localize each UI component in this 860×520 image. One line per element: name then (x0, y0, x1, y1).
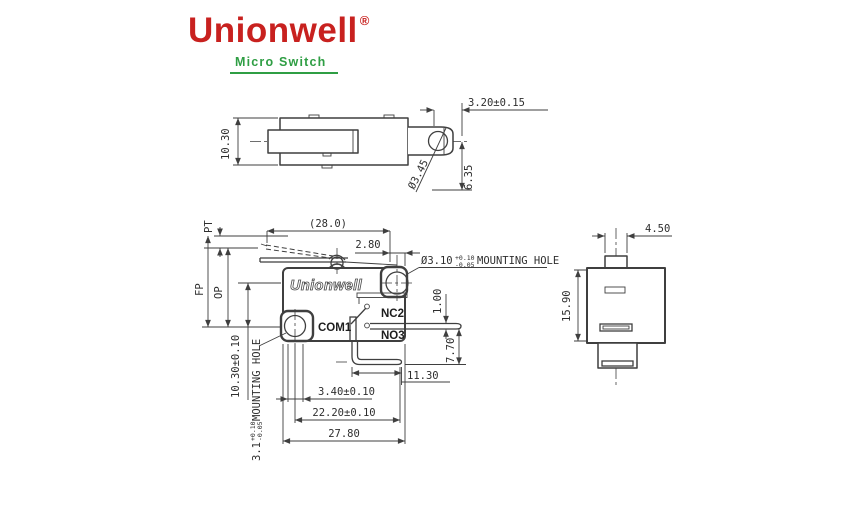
tagline-underline (230, 71, 338, 74)
dim-top-height: 10.30 (220, 117, 278, 166)
dim-op-text: OP (213, 286, 225, 299)
front-view: PT FP OP (28.0) 2.80 (194, 218, 559, 461)
brand-text: Unionwell (188, 11, 358, 50)
dim-side-plunger-width-text: 4.50 (645, 223, 670, 235)
dim-com-terminal-length-text: 11.30 (407, 370, 439, 382)
dim-plunger-width: 3.20±0.15 (420, 97, 548, 136)
dim-plunger-offset: 6.35 (432, 141, 475, 191)
dim-hole-to-edge: 2.80 (355, 239, 420, 266)
dim-terminal-height: 7.70 (405, 328, 466, 365)
bottom-hole-label-text: MOUNTING HOLE (251, 339, 263, 421)
mounting-hole-callout: Ø3.10 +0.10 -0.05 MOUNTING HOLE (401, 254, 559, 278)
dim-pt-text: PT (203, 220, 215, 233)
dim-fp: FP (194, 235, 211, 328)
mounting-hole-tol-plus: +0.10 (455, 254, 475, 262)
dim-body-width-text: 27.80 (328, 428, 360, 440)
bottom-hole-callout: 3.1 +0.10 -0.05 MOUNTING HOLE (249, 332, 287, 461)
com-terminal (351, 341, 397, 366)
terminal-no-label: NO3 (381, 330, 405, 342)
dim-hole-span-text: 22.20±0.10 (312, 407, 375, 419)
dim-hole-to-com-text: 3.40±0.10 (318, 386, 375, 398)
dim-hole-spacing: 10.30±0.10 (230, 282, 251, 400)
dim-plunger-diameter-text: Ø3.45 (406, 158, 431, 192)
dim-plunger-width-text: 3.20±0.15 (468, 97, 525, 109)
dim-fp-text: FP (194, 283, 206, 296)
mounting-hole-tol-minus: -0.05 (455, 261, 475, 269)
dim-body-width: 27.80 (282, 344, 406, 444)
dim-hole-to-edge-text: 2.80 (355, 239, 380, 251)
dim-hole-spacing-text: 10.30±0.10 (230, 335, 242, 398)
mounting-hole-dia-text: Ø3.10 (421, 255, 453, 267)
dim-com-terminal-length: 11.30 (351, 367, 450, 385)
dim-plunger-offset-text: 6.35 (463, 165, 475, 190)
body-brand-text: Unionwell (290, 278, 363, 294)
dim-lever-length: (28.0) (266, 218, 391, 262)
dim-top-height-text: 10.30 (220, 128, 232, 160)
dim-pt: PT (203, 220, 223, 257)
lever (259, 248, 398, 274)
contact-mechanism (336, 292, 462, 366)
dim-side-body-height: 15.90 (561, 269, 586, 342)
dim-terminal-height-text: 7.70 (445, 338, 457, 363)
terminal-com-label: COM1 (318, 322, 352, 334)
bottom-hole-tol-minus: -0.05 (256, 421, 264, 441)
terminal-nc-label: NC2 (381, 308, 404, 320)
brand-name: Unionwell® (188, 11, 370, 51)
dim-side-plunger-width: 4.50 (592, 223, 672, 253)
bottom-hole-tol-plus: +0.10 (249, 421, 257, 441)
dim-terminal-thickness-text: 1.00 (432, 289, 444, 314)
no-terminal (370, 322, 462, 330)
dim-lever-length-text: (28.0) (309, 218, 347, 230)
mounting-hole-label-text: MOUNTING HOLE (477, 255, 559, 267)
dim-hole-to-com: 3.40±0.10 (276, 344, 375, 402)
unionwell-logo: Unionwell® Micro Switch (188, 11, 370, 74)
dim-side-body-height-text: 15.90 (561, 290, 573, 322)
registered-mark-icon: ® (359, 13, 370, 28)
side-view: 4.50 15.90 (561, 223, 672, 386)
dim-terminal-thickness: 1.00 (432, 289, 449, 339)
top-view: 10.30 3.20±0.15 Ø3.45 6.35 (220, 97, 548, 193)
bottom-hole-dia-text: 3.1 (251, 442, 263, 461)
brand-tagline: Micro Switch (235, 54, 327, 69)
dim-hole-span: 22.20±0.10 (294, 344, 401, 423)
dim-op: OP (213, 247, 231, 328)
